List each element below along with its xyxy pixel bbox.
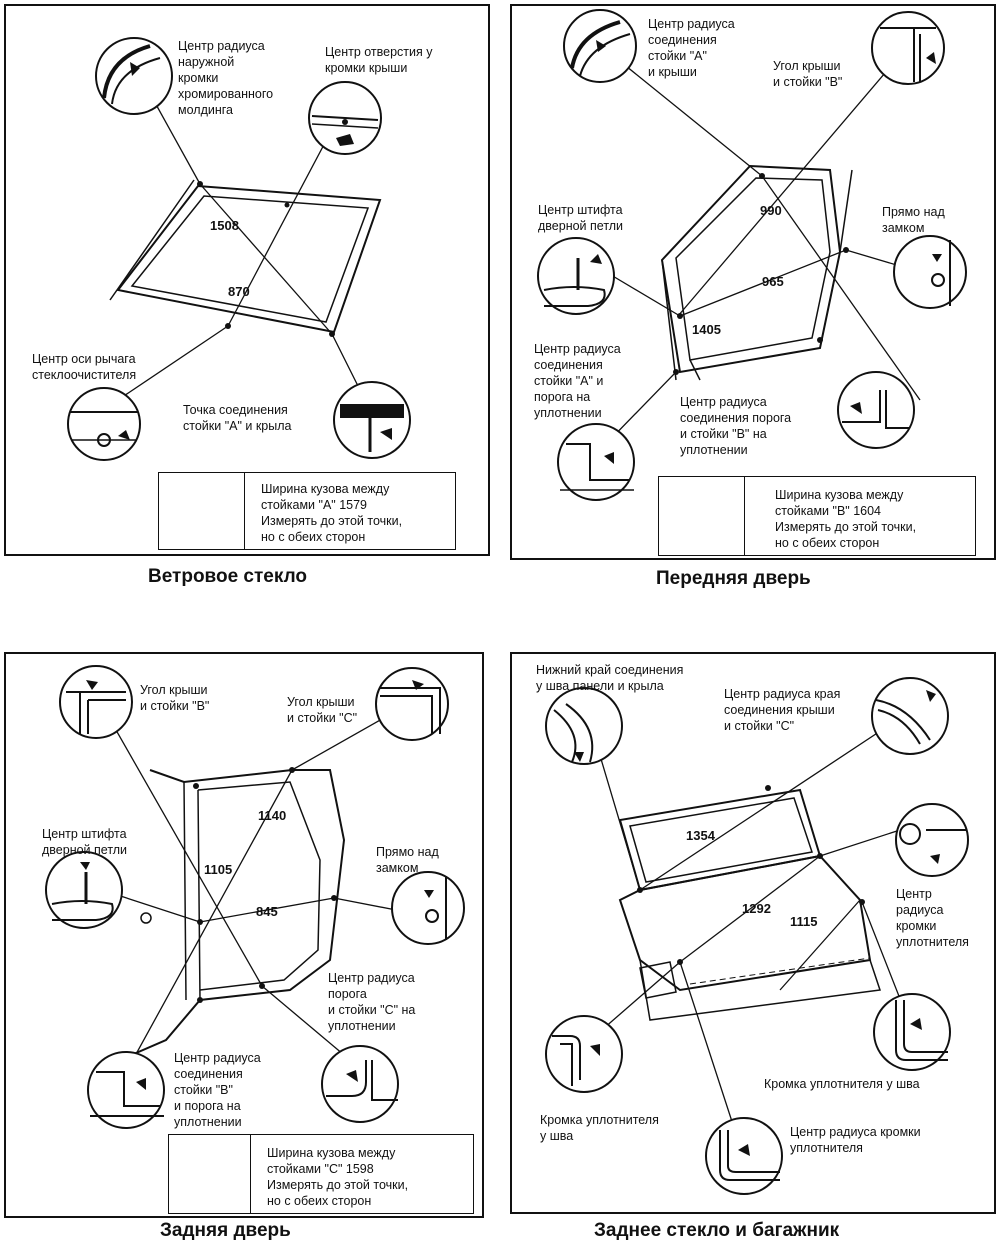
dim-990: 990 [760, 203, 782, 218]
detail-circle-sill-b-pillar [837, 371, 915, 449]
label-roof-c-pillar-radius: Центр радиуса края соединения крыши и ст… [724, 687, 841, 733]
detail-circle-b-pillar-roof-rear [59, 665, 133, 739]
detail-circle-hinge-pin [537, 237, 615, 315]
label-panel-fender-seam: Нижний край соединения у шва панели и кр… [536, 663, 684, 693]
detail-circle-pillar-fender [333, 381, 411, 459]
label-c-pillar-roof-corner: Угол крыши и стойки "С" [287, 695, 358, 725]
note-text-rear-door: Ширина кузова между стойками "С" 1598 Из… [267, 1146, 409, 1208]
label-above-lock-rear: Прямо над замком [376, 845, 439, 875]
detail-circle-hinge-pin-rear [45, 851, 123, 929]
note-text-windshield: Ширина кузова между стойками "А" 1579 Из… [261, 482, 403, 544]
dim-870: 870 [228, 284, 250, 299]
detail-circle-b-pillar-sill [87, 1051, 165, 1129]
panel-front-door [510, 4, 996, 560]
caption-windshield: Ветровое стекло [148, 566, 308, 587]
caption-rear-window-trunk: Заднее стекло и багажник [594, 1220, 840, 1241]
detail-circle-molding [95, 37, 173, 115]
label-b-pillar-sill: Центр радиуса соединения стойки "В" и по… [174, 1051, 261, 1129]
label-a-pillar-sill: Центр радиуса соединения стойки "А" и по… [534, 342, 621, 420]
dim-845: 845 [256, 904, 278, 919]
dim-1105: 1105 [204, 862, 233, 877]
detail-circle-sill-c-pillar [321, 1045, 399, 1123]
detail-circle-a-pillar-sill [557, 423, 635, 501]
detail-circle-lock [893, 235, 967, 309]
label-b-pillar-roof-corner-rear: Угол крыши и стойки "В" [140, 683, 210, 713]
label-seal-seam-right: Кромка уплотнителя у шва [764, 1077, 920, 1091]
caption-rear-door: Задняя дверь [160, 1220, 291, 1241]
label-hinge-pin: Центр штифта дверной петли [538, 203, 624, 233]
label-above-lock: Прямо над замком [882, 205, 945, 235]
label-seal-edge-radius-bottom: Центр радиуса кромки уплотнителя [790, 1125, 921, 1155]
detail-circle-b-pillar-roof [871, 11, 945, 85]
dim-1292: 1292 [742, 901, 771, 916]
panel-rear-door [4, 652, 484, 1218]
label-b-pillar-roof-corner: Угол крыши и стойки "В" [773, 59, 843, 89]
label-roof-hole-center: Центр отверстия у кромки крыши [325, 45, 433, 75]
detail-circle-c-pillar-roof [375, 667, 449, 741]
dim-1354: 1354 [686, 828, 715, 843]
detail-circle-roof-hole [308, 81, 382, 155]
dim-1405: 1405 [692, 322, 721, 337]
detail-circle-a-pillar-roof [563, 9, 637, 83]
detail-circle-seal-seam-right [873, 993, 951, 1071]
note-box-windshield: Ширина кузова между стойками "А" 1579 Из… [158, 472, 456, 550]
label-seal-edge-radius-center: Центр радиуса кромки уплотнителя [896, 887, 969, 949]
label-a-pillar-roof: Центр радиуса соединения стойки "А" и кр… [648, 17, 735, 79]
detail-circle-wiper [67, 387, 141, 461]
detail-circle-lock-rear [391, 871, 465, 945]
label-seal-seam-left: Кромка уплотнителя у шва [540, 1113, 659, 1143]
label-sill-c-pillar: Центр радиуса порога и стойки "С" на упл… [328, 971, 416, 1033]
panel-windshield [4, 4, 490, 556]
label-wiper-axis: Центр оси рычага стеклоочистителя [32, 352, 137, 382]
label-hinge-pin-rear: Центр штифта дверной петли [42, 827, 128, 857]
label-pillar-fender-point: Точка соединения стойки "А" и крыла [183, 403, 292, 433]
dim-1508: 1508 [210, 218, 239, 233]
panel-rear-window-trunk [510, 652, 996, 1214]
detail-circle-panel-fender-seam [545, 687, 623, 765]
caption-front-door: Передняя дверь [656, 568, 811, 589]
detail-circle-roof-c-pillar [871, 677, 949, 755]
note-box-rear-door: Ширина кузова между стойками "С" 1598 Из… [168, 1134, 474, 1214]
note-text-front-door: Ширина кузова между стойками "В" 1604 Из… [775, 488, 917, 550]
dim-1140: 1140 [258, 808, 287, 823]
detail-circle-seal-seam-left [545, 1015, 623, 1093]
label-molding-center: Центр радиуса наружной кромки хромирован… [178, 39, 274, 117]
dim-965: 965 [762, 274, 784, 289]
dim-1115: 1115 [790, 914, 818, 929]
label-sill-b-pillar: Центр радиуса соединения порога и стойки… [680, 395, 792, 457]
note-box-front-door: Ширина кузова между стойками "В" 1604 Из… [658, 476, 976, 556]
detail-circle-seal-edge-bottom [705, 1117, 783, 1195]
detail-circle-seal-edge-radius [895, 803, 969, 877]
